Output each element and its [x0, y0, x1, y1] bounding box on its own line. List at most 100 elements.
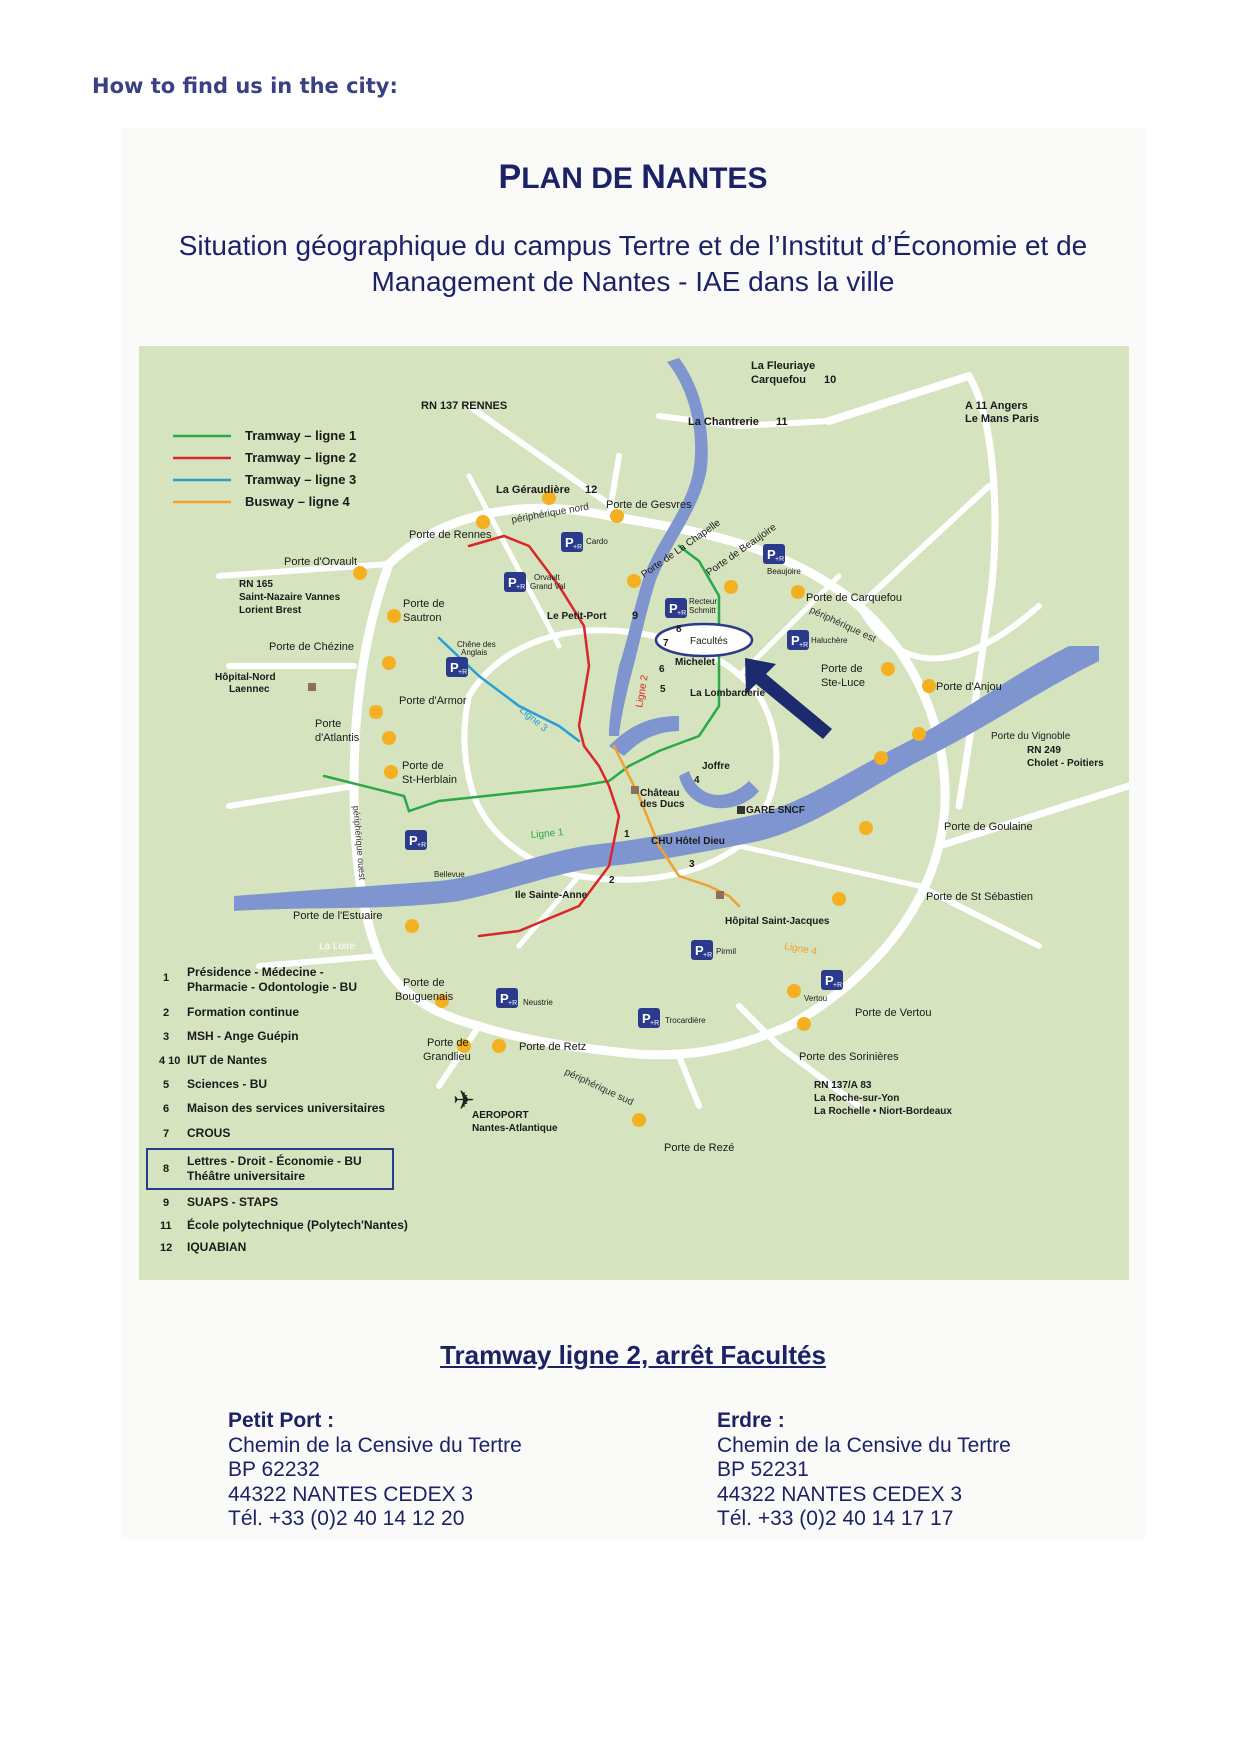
- svg-text:P: P: [565, 535, 574, 550]
- label: Ligne 1: [530, 827, 564, 841]
- hospital-nord-marker: [308, 683, 316, 691]
- label: Nantes-Atlantique: [472, 1123, 558, 1134]
- porte-dots: [353, 491, 936, 1127]
- svg-text:+R: +R: [650, 1020, 659, 1027]
- legend-num: 3: [163, 1031, 169, 1043]
- pr-icon: P+R: [496, 988, 518, 1008]
- label: 12: [585, 484, 597, 496]
- legend-item: Formation continue: [187, 1005, 299, 1019]
- label: Porte d'Anjou: [936, 681, 1002, 693]
- svg-text:P: P: [409, 833, 418, 848]
- label: Saint-Nazaire Vannes: [239, 592, 341, 603]
- porte-dot: [797, 1017, 811, 1031]
- label: 11: [776, 416, 788, 428]
- label: Porte de Retz: [519, 1041, 586, 1053]
- svg-text:+R: +R: [703, 952, 712, 959]
- label: Porte de Gesvres: [606, 499, 692, 511]
- label: Joffre: [702, 761, 730, 772]
- label: Porte de Vertou: [855, 1007, 931, 1019]
- legend-num: 5: [163, 1079, 169, 1091]
- porte-dot: [724, 580, 738, 594]
- tram-line-2: [467, 534, 621, 938]
- legend-item: SUAPS - STAPS: [187, 1195, 278, 1209]
- label: RN 165: [239, 579, 273, 590]
- label: RN 137 RENNES: [421, 400, 507, 412]
- label: Haluchère: [811, 636, 848, 645]
- label: Le Mans Paris: [965, 413, 1039, 425]
- site-number: 8: [676, 624, 682, 635]
- legend-label: Tramway – ligne 3: [245, 472, 356, 487]
- label: Michelet: [675, 657, 716, 668]
- legend-item: Théâtre universitaire: [187, 1169, 305, 1183]
- porte-dot: [476, 515, 490, 529]
- porte-dot: [874, 751, 888, 765]
- label: La Fleuriaye: [751, 360, 815, 372]
- porte-dot: [405, 919, 419, 933]
- facultes-highlight: [654, 622, 754, 658]
- label: St-Herblain: [402, 774, 457, 786]
- label: Cholet - Poitiers: [1027, 758, 1104, 769]
- label: Beaujoire: [767, 567, 801, 576]
- porte-dot: [435, 994, 449, 1008]
- svg-text:+R: +R: [508, 1000, 517, 1007]
- subtitle-line-2: Management de Nantes - IAE dans la ville: [371, 266, 895, 297]
- porte-dot: [922, 679, 936, 693]
- porte-dot: [859, 821, 873, 835]
- label: Porte des Sorinières: [799, 1051, 899, 1063]
- site-number: 1: [624, 829, 630, 840]
- label: Hôpital-Nord: [215, 672, 276, 683]
- label: Porte de Rennes: [409, 529, 492, 541]
- site-number: 4: [694, 775, 700, 786]
- address-petit-port: Petit Port : Chemin de la Censive du Ter…: [228, 1409, 522, 1532]
- porte-dot: [369, 705, 383, 719]
- loire-branch: [679, 771, 759, 809]
- label: Grand Val: [530, 582, 566, 591]
- road-network: [216, 372, 1129, 1109]
- legend-item: Sciences - BU: [187, 1077, 267, 1091]
- label: Porte de Carquefou: [806, 592, 902, 604]
- label: Porte de St Sébastien: [926, 891, 1033, 903]
- porte-dot: [787, 984, 801, 998]
- label: RN 249: [1027, 745, 1061, 756]
- legend-num: 6: [163, 1103, 169, 1115]
- label: Sautron: [403, 612, 442, 624]
- svg-text:P: P: [669, 601, 678, 616]
- svg-text:P: P: [450, 660, 459, 675]
- address-erdre: Erdre : Chemin de la Censive du Tertre B…: [717, 1409, 1011, 1532]
- legend-item: Pharmacie - Odontologie - BU: [187, 980, 357, 994]
- porte-dot: [492, 1039, 506, 1053]
- porte-dot: [912, 727, 926, 741]
- pr-icon: P+R: [504, 572, 526, 592]
- legend-num: 9: [163, 1197, 169, 1209]
- page-title: PLAN DE NANTES: [498, 158, 768, 196]
- label: Trocardière: [665, 1016, 706, 1025]
- label: Neustrie: [523, 998, 553, 1007]
- label: Porte d'Orvault: [284, 556, 357, 568]
- pr-icon: P+R: [561, 532, 583, 552]
- label: La Chantrerie: [688, 416, 759, 428]
- label: Porte de l'Estuaire: [293, 910, 383, 922]
- address-line: BP 62232: [228, 1458, 320, 1481]
- pr-icon: P+R: [787, 630, 809, 650]
- porte-dot: [791, 585, 805, 599]
- address-line: Chemin de la Censive du Tertre: [717, 1433, 1011, 1457]
- label: Orvault: [534, 573, 561, 582]
- tram-stop-title: Tramway ligne 2, arrêt Facultés: [440, 1340, 826, 1370]
- site-number: 5: [660, 684, 666, 695]
- pr-icon: P+R: [638, 1008, 660, 1028]
- porte-dot: [353, 566, 367, 580]
- svg-text:+R: +R: [417, 842, 426, 849]
- label: 10: [824, 374, 836, 386]
- busway-line-4: [612, 744, 741, 908]
- pr-icon: P+R: [691, 940, 713, 960]
- city-map: Tramway – ligne 1 Tramway – ligne 2 Tram…: [139, 346, 1129, 1280]
- label: Lorient Brest: [239, 605, 302, 616]
- porte-dot: [832, 892, 846, 906]
- legend-num: 11: [160, 1220, 172, 1232]
- svg-text:+R: +R: [799, 642, 808, 649]
- label: Porte de: [403, 977, 445, 989]
- label: Pirmil: [716, 947, 736, 956]
- legend-item: MSH - Ange Guépin: [187, 1029, 299, 1043]
- label: La Rochelle • Niort-Bordeaux: [814, 1106, 952, 1117]
- location-arrow-icon: [745, 658, 832, 739]
